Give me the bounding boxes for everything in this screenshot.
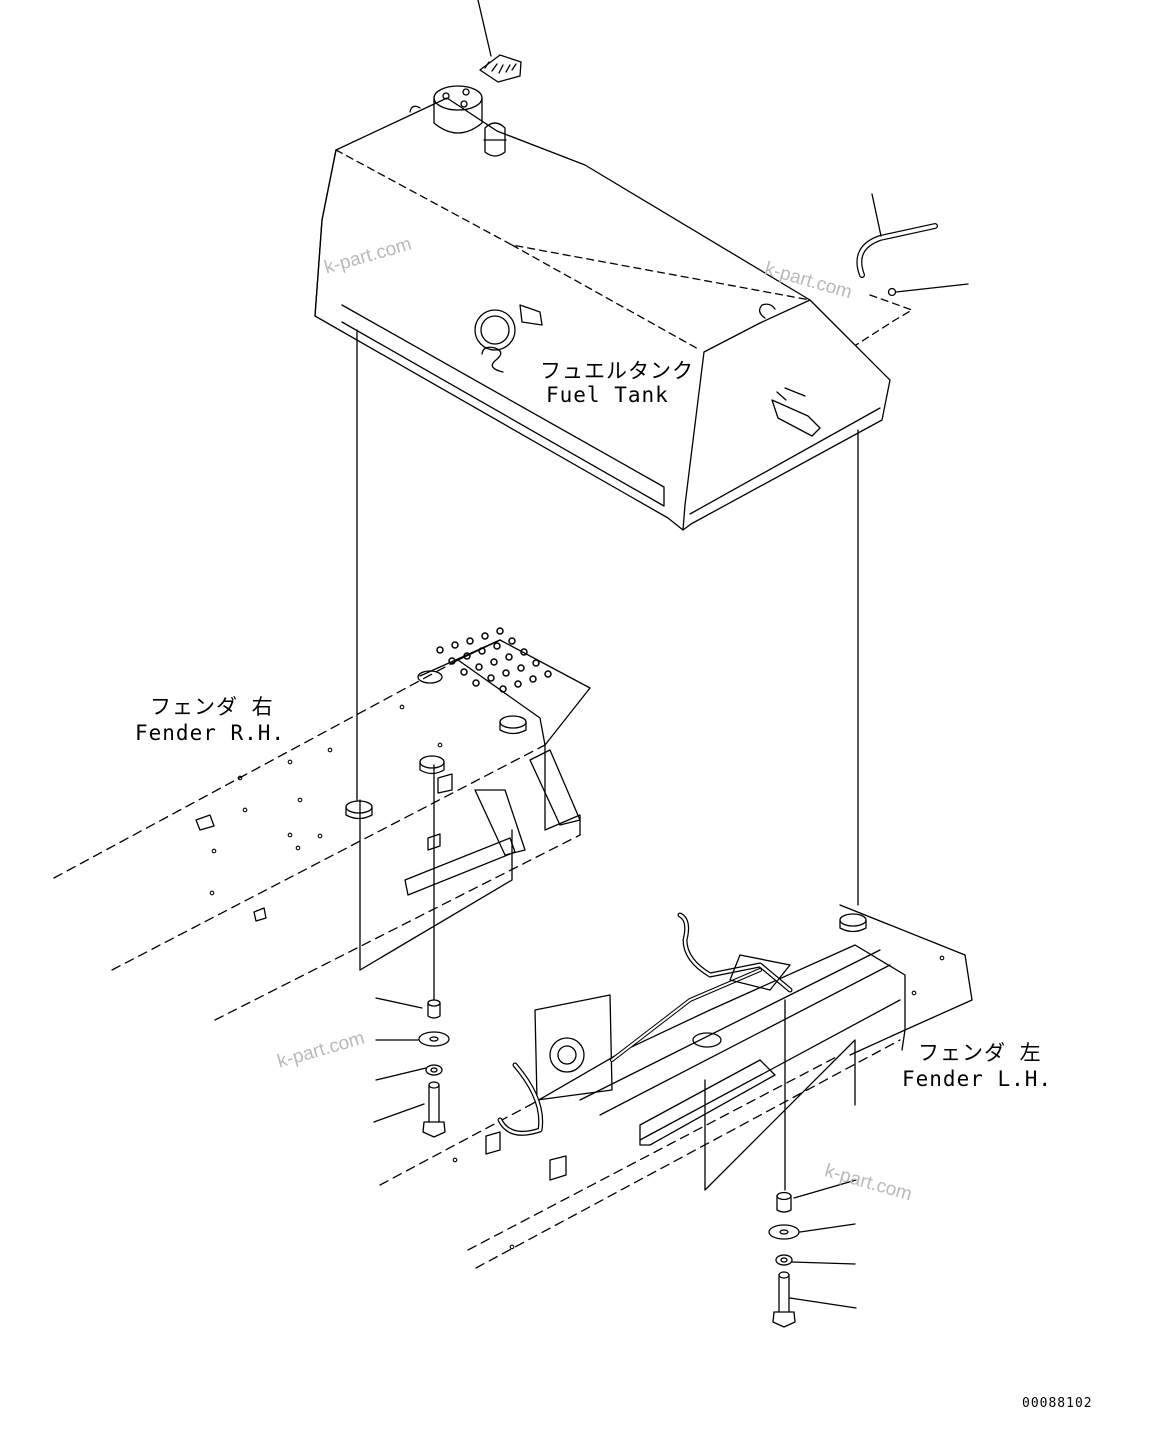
fender-lh-label-jp: フェンダ 左 <box>918 1041 1042 1065</box>
fender-lh <box>379 904 973 1269</box>
fastener-stack-rh <box>373 997 450 1138</box>
fuel-tank-label-en: Fuel Tank <box>546 383 669 407</box>
fastener-stack-lh <box>768 1179 857 1328</box>
fuel-tank-label-jp: フュエルタンク <box>540 359 694 383</box>
fender-lh-label-en: Fender L.H. <box>902 1067 1053 1091</box>
fender-rh-label-jp: フェンダ 右 <box>150 695 274 719</box>
document-number: 00088102 <box>1022 1396 1093 1411</box>
fuel-tank <box>314 0 969 531</box>
fender-rh <box>53 627 591 1021</box>
fender-rh-label-en: Fender R.H. <box>135 721 286 745</box>
